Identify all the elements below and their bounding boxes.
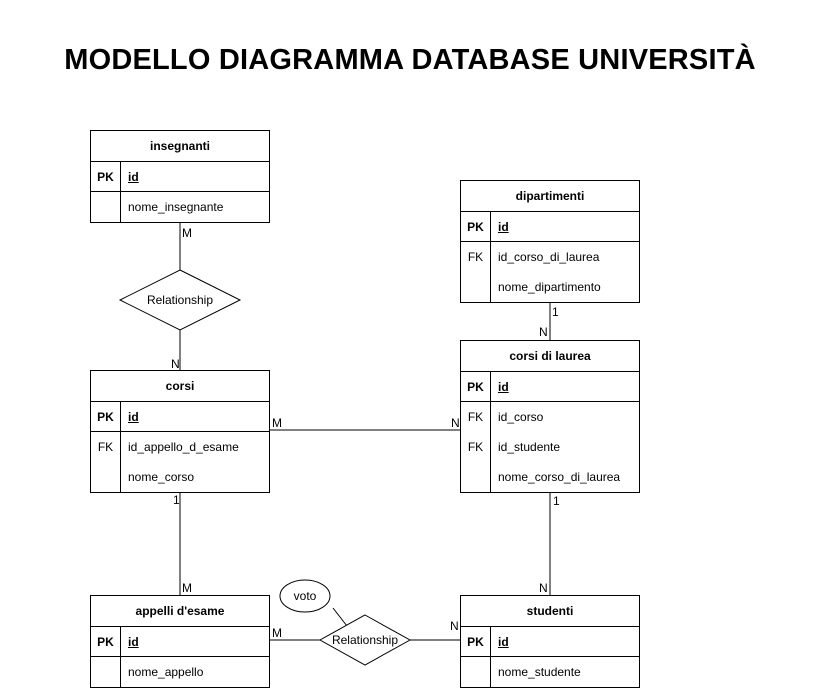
- entity-header: appelli d'esame: [91, 596, 269, 627]
- cardinality-appelli-m-right: M: [272, 626, 282, 640]
- field-name: id_corso: [498, 410, 544, 424]
- field-name: id: [498, 635, 509, 649]
- entity-row: FK id_corso: [461, 402, 639, 432]
- entity-appelli-d-esame[interactable]: appelli d'esame PK id nome_appello: [90, 595, 270, 688]
- key-label: FK: [461, 432, 491, 462]
- field-name: id: [128, 170, 139, 184]
- field-name: id_corso_di_laurea: [498, 250, 600, 264]
- key-label: [461, 657, 491, 687]
- key-label: FK: [461, 242, 491, 272]
- entity-header: insegnanti: [91, 131, 269, 162]
- cardinality-insegnanti-m: M: [182, 226, 192, 240]
- field-name: id: [498, 380, 509, 394]
- key-label: [461, 462, 491, 492]
- cardinality-corsi-di-laurea-1: 1: [553, 494, 560, 508]
- field-name: id: [498, 220, 509, 234]
- cardinality-studenti-n-left: N: [450, 619, 459, 633]
- entity-row: nome_insegnante: [91, 192, 269, 222]
- relationship-diamond-appelli-studenti: [318, 614, 412, 666]
- entity-row: FK id_appello_d_esame: [91, 432, 269, 462]
- key-label: PK: [461, 627, 491, 656]
- entity-row: PK id: [461, 212, 639, 242]
- key-label: PK: [91, 402, 121, 431]
- relationship-label-appelli-studenti: Relationship: [331, 633, 399, 647]
- cardinality-corsi-1: 1: [173, 493, 180, 507]
- field-name: id_studente: [498, 440, 561, 454]
- cardinality-corsi-m: M: [272, 416, 282, 430]
- field-name: id: [128, 635, 139, 649]
- key-label: [91, 192, 121, 222]
- entity-row: nome_corso_di_laurea: [461, 462, 639, 492]
- entity-row: PK id: [91, 627, 269, 657]
- field-name: id: [128, 410, 139, 424]
- key-label: PK: [91, 627, 121, 656]
- entity-row: PK id: [91, 162, 269, 192]
- cardinality-dipartimenti-1: 1: [552, 305, 559, 319]
- key-label: PK: [461, 212, 491, 241]
- entity-header: studenti: [461, 596, 639, 627]
- key-label: FK: [461, 402, 491, 432]
- key-label: PK: [461, 372, 491, 401]
- cardinality-corsi-di-laurea-n: N: [539, 325, 548, 339]
- field-name: nome_corso_di_laurea: [498, 470, 621, 484]
- entity-row: nome_dipartimento: [461, 272, 639, 302]
- key-label: [461, 272, 491, 302]
- page-title: MODELLO DIAGRAMMA DATABASE UNIVERSITÀ: [64, 44, 756, 76]
- field-name: nome_appello: [128, 665, 204, 679]
- entity-corsi[interactable]: corsi PK id FK id_appello_d_esame nome_c…: [90, 370, 270, 493]
- entity-dipartimenti[interactable]: dipartimenti PK id FK id_corso_di_laurea…: [460, 180, 640, 303]
- cardinality-corsi-n: N: [171, 357, 180, 371]
- key-label: FK: [91, 432, 121, 462]
- entity-row: nome_appello: [91, 657, 269, 687]
- entity-row: FK id_studente: [461, 432, 639, 462]
- entity-studenti[interactable]: studenti PK id nome_studente: [460, 595, 640, 688]
- entity-row: PK id: [461, 372, 639, 402]
- entity-row: PK id: [461, 627, 639, 657]
- key-label: [91, 657, 121, 687]
- cardinality-corsi-di-laurea-n-left: N: [451, 416, 460, 430]
- connector-voto-relationship: [332, 607, 348, 627]
- field-name: nome_dipartimento: [498, 280, 601, 294]
- entity-header: corsi: [91, 371, 269, 402]
- entity-header: dipartimenti: [461, 181, 639, 212]
- attribute-voto-ellipse: [279, 579, 331, 613]
- entity-insegnanti[interactable]: insegnanti PK id nome_insegnante: [90, 130, 270, 223]
- field-name: nome_corso: [128, 470, 195, 484]
- key-label: [91, 462, 121, 492]
- entity-row: nome_corso: [91, 462, 269, 492]
- relationship-label-insegnanti-corsi: Relationship: [146, 293, 214, 307]
- key-label: PK: [91, 162, 121, 191]
- entity-row: nome_studente: [461, 657, 639, 687]
- cardinality-appelli-m: M: [182, 581, 192, 595]
- entity-row: FK id_corso_di_laurea: [461, 242, 639, 272]
- entity-corsi-di-laurea[interactable]: corsi di laurea PK id FK id_corso FK id_…: [460, 340, 640, 493]
- cardinality-studenti-n: N: [539, 581, 548, 595]
- entity-row: PK id: [91, 402, 269, 432]
- field-name: nome_insegnante: [128, 200, 224, 214]
- attribute-label-voto: voto: [293, 589, 317, 603]
- entity-header: corsi di laurea: [461, 341, 639, 372]
- field-name: nome_studente: [498, 665, 581, 679]
- field-name: id_appello_d_esame: [128, 440, 239, 454]
